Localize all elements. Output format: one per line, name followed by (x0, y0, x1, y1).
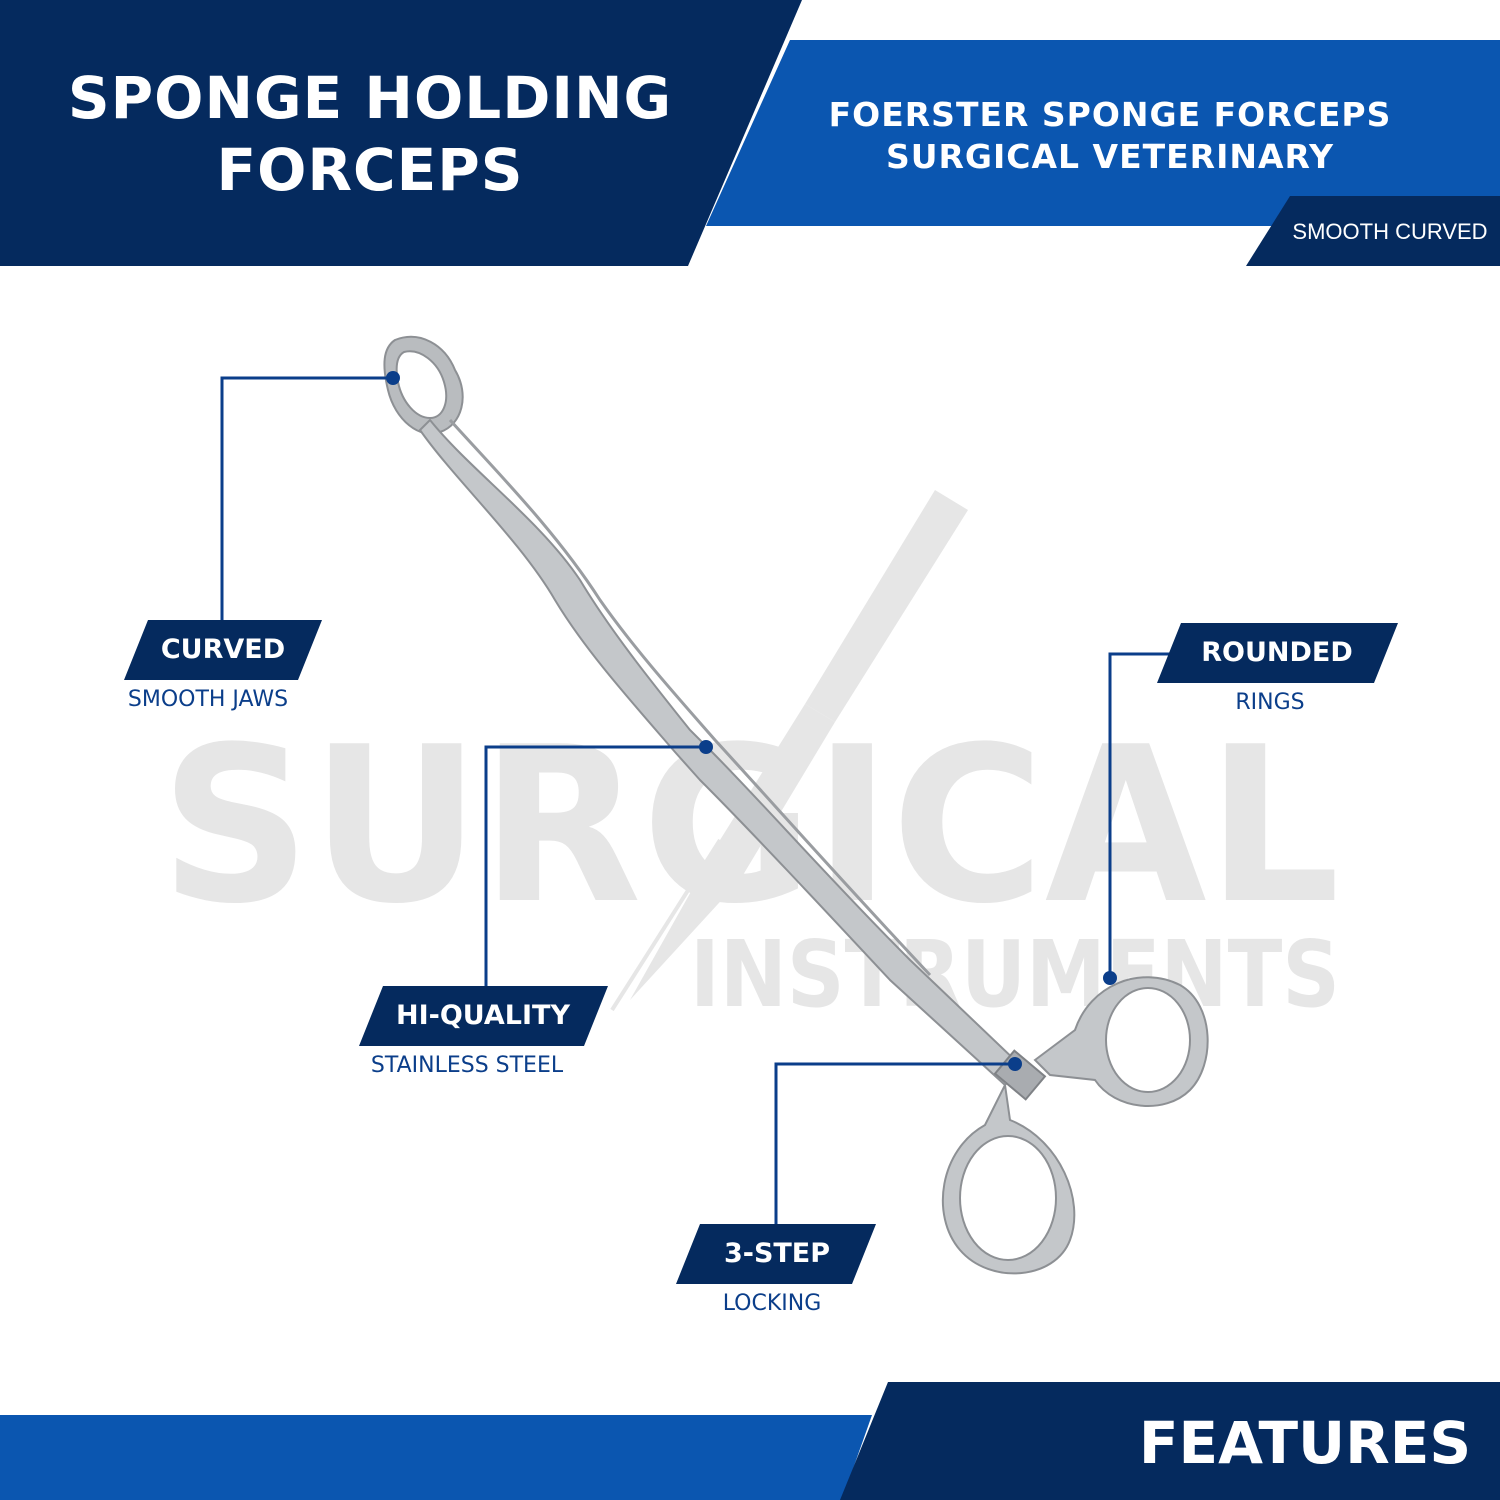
watermark: SURGICAL INSTRUMENTS (160, 490, 1340, 1028)
header-badge-panel (1246, 196, 1500, 266)
page-subtitle-line2: SURGICAL VETERINARY (885, 137, 1335, 176)
callout-3step-bg (676, 1224, 876, 1284)
callout-curved-bg (124, 620, 322, 680)
callout-hiquality-bg (359, 986, 608, 1046)
watermark-line2: INSTRUMENTS (690, 921, 1340, 1028)
footer-blue-band (0, 1415, 872, 1500)
header-badge: SMOOTH CURVED (1292, 219, 1488, 244)
page-title-line2: FORCEPS (216, 136, 524, 204)
header-title-panel (0, 0, 802, 266)
callout-hiquality-title: HI-QUALITY (395, 1000, 570, 1031)
page-subtitle: FOERSTER SPONGE FORCEPS SURGICAL VETERIN… (790, 94, 1430, 178)
callout-dots (386, 371, 1117, 1071)
callout-3step-sub: LOCKING (722, 1291, 822, 1316)
callout-hiquality-sub: STAINLESS STEEL (370, 1053, 564, 1078)
callout-leaders (220, 376, 1175, 1226)
callout-rounded-sub: RINGS (1235, 690, 1305, 715)
callout-curved-title: CURVED (160, 634, 286, 665)
footer-navy-panel (840, 1382, 1500, 1500)
callout-rounded-bg (1157, 623, 1398, 683)
callout-rounded-title: ROUNDED (1201, 637, 1353, 668)
scalpel-watermark-icon (610, 490, 968, 1012)
footer-features-label: FEATURES (1138, 1409, 1472, 1477)
page-title: SPONGE HOLDING FORCEPS (40, 62, 700, 206)
callout-3step-title: 3-STEP (723, 1238, 831, 1269)
page-title-line1: SPONGE HOLDING (67, 64, 673, 132)
forceps-illustration (383, 335, 1209, 1275)
callout-curved-sub: SMOOTH JAWS (127, 687, 289, 712)
header-subtitle-panel (706, 40, 1500, 226)
page-subtitle-line1: FOERSTER SPONGE FORCEPS (828, 95, 1392, 134)
